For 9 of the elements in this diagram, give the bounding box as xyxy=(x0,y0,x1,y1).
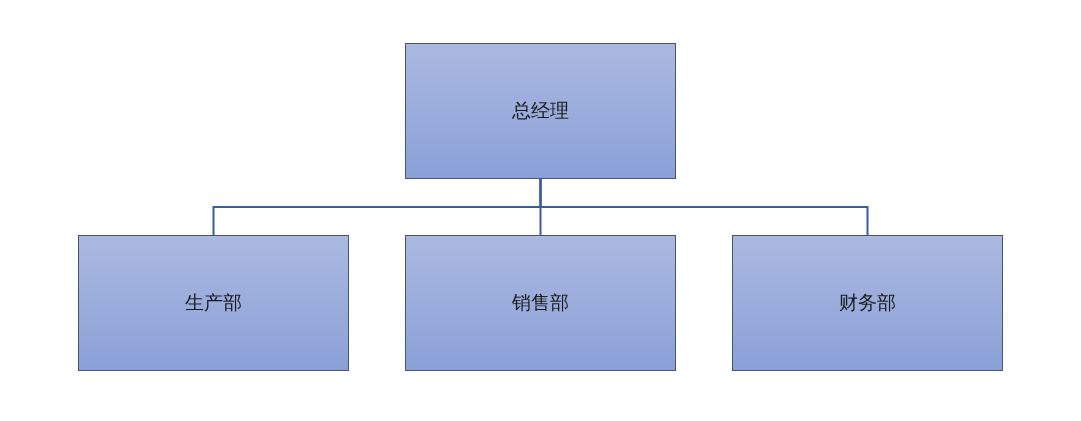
org-box xyxy=(405,43,676,179)
org-box xyxy=(78,235,349,371)
org-box xyxy=(732,235,1003,371)
box-label: 销售部 xyxy=(512,290,569,315)
box-label: 财务部 xyxy=(839,290,896,315)
box-label: 生产部 xyxy=(185,290,242,315)
box-label: 总经理 xyxy=(512,98,569,123)
org-box xyxy=(405,235,676,371)
connector-line xyxy=(539,178,869,236)
